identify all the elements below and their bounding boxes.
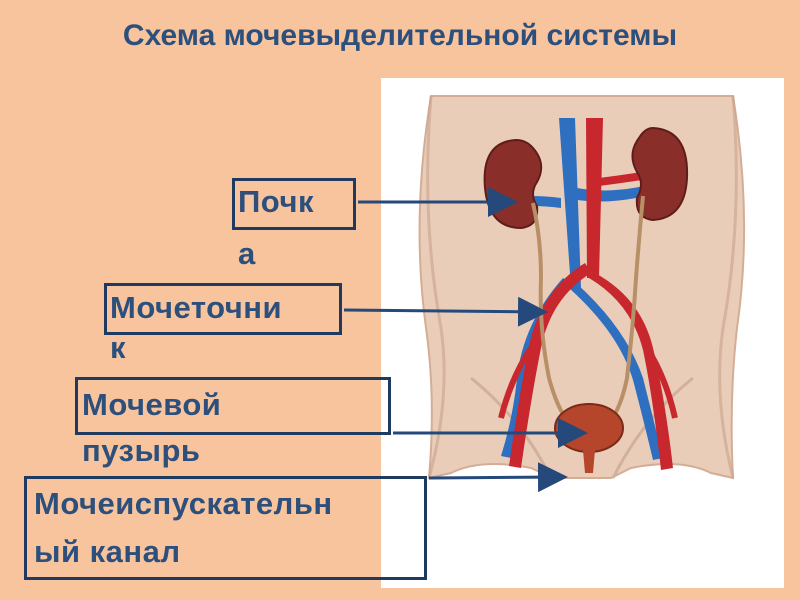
aorta bbox=[586, 118, 603, 278]
kidney-label-box bbox=[232, 178, 356, 230]
bladder-label-box bbox=[75, 377, 391, 435]
kidney-label-line1: Почк bbox=[238, 184, 314, 219]
small-artery-right bbox=[644, 346, 678, 419]
ureter-right bbox=[607, 195, 645, 425]
urethra-label-line1: Мочеиспускательн bbox=[34, 486, 333, 521]
iliac-vein-right bbox=[569, 283, 663, 460]
bladder-label-line1: Мочевой bbox=[82, 387, 222, 422]
ureter-label-line1: Мочеточни bbox=[110, 290, 283, 325]
urethra-label-box bbox=[24, 476, 427, 580]
ureter-label-line2: к bbox=[110, 330, 127, 365]
bladder-label-line2: пузырь bbox=[82, 433, 201, 468]
torso-shading-left bbox=[426, 95, 446, 479]
kidney-right bbox=[631, 126, 689, 222]
urethra-arrow bbox=[428, 462, 568, 493]
kidney-label-line2: а bbox=[238, 236, 256, 271]
torso-shading-right bbox=[718, 95, 738, 479]
urethra-label-line2: ый канал bbox=[34, 534, 181, 569]
renal-vein-left bbox=[531, 196, 561, 208]
slide-title: Схема мочевыделительной системы bbox=[122, 19, 678, 52]
vena-cava bbox=[559, 118, 581, 288]
iliac-artery-right bbox=[589, 273, 673, 470]
ureter-arrow bbox=[343, 296, 548, 327]
iliac-artery-left bbox=[509, 263, 591, 468]
small-artery-left bbox=[498, 346, 534, 419]
ureter-label-box bbox=[104, 283, 342, 335]
urethra bbox=[583, 450, 595, 473]
